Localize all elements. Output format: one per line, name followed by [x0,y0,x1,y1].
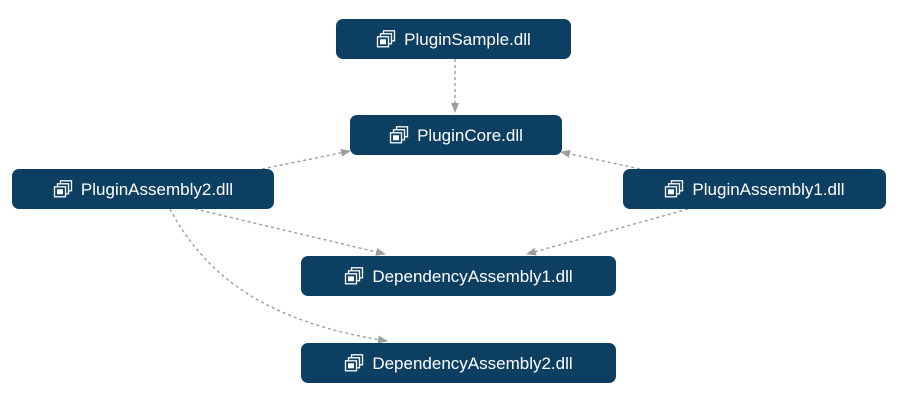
node-label: PluginAssembly1.dll [692,179,845,199]
assembly-stack-icon [389,126,409,144]
assembly-stack-icon [344,354,364,372]
node-plugin-sample[interactable]: PluginSample.dll [336,19,571,59]
node-plugin-assembly2[interactable]: PluginAssembly2.dll [12,169,274,209]
node-plugin-assembly1[interactable]: PluginAssembly1.dll [623,169,886,209]
assembly-stack-icon [53,180,73,198]
edge-pluginassembly2-to-dependencyassembly1 [194,208,386,256]
node-dependency-assembly2[interactable]: DependencyAssembly2.dll [301,343,616,383]
node-label: PluginCore.dll [417,125,523,145]
edge-pluginassembly1-to-dependencyassembly1 [526,208,689,256]
node-label: DependencyAssembly1.dll [372,266,573,286]
node-label: DependencyAssembly2.dll [372,353,573,373]
assembly-stack-icon [344,267,364,285]
node-label: PluginSample.dll [404,29,531,49]
edge-pluginassembly2-to-dependencyassembly2 [169,208,388,344]
assembly-stack-icon [376,30,396,48]
node-label: PluginAssembly2.dll [80,179,234,199]
node-dependency-assembly1[interactable]: DependencyAssembly1.dll [301,256,616,296]
node-plugin-core[interactable]: PluginCore.dll [350,115,562,155]
edge-pluginassembly2-to-plugincore [261,148,351,170]
edge-pluginassembly1-to-plugincore [560,149,641,170]
assembly-stack-icon [664,180,684,198]
